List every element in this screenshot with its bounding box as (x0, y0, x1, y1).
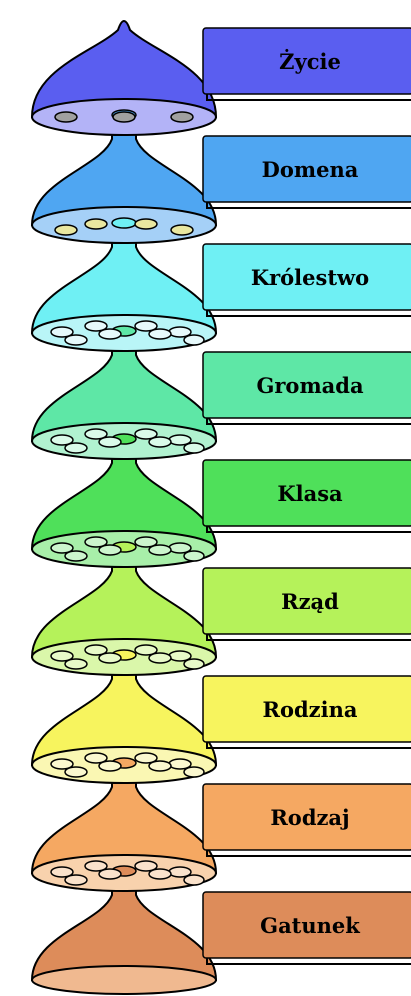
tray-oval (98, 868, 122, 880)
tray-oval (64, 874, 88, 886)
label-background (202, 675, 411, 743)
label-box-8: Rodzaj (202, 783, 411, 857)
tray-oval (148, 652, 172, 664)
tray-oval (183, 766, 205, 778)
tray-oval (134, 860, 158, 872)
label-box-2: Domena (202, 135, 411, 209)
tray-oval (170, 111, 194, 123)
level-label: Królestwo (251, 265, 369, 290)
tray-oval (148, 760, 172, 772)
tray-oval (183, 442, 205, 454)
tray-oval (64, 334, 88, 346)
label-box-7: Rodzina (202, 675, 411, 749)
label-box-6: Rząd (202, 567, 411, 641)
tray-oval (98, 760, 122, 772)
tray-oval (54, 224, 78, 236)
tray-oval (84, 320, 108, 332)
level-2 (30, 124, 218, 244)
level-label: Gatunek (260, 913, 360, 938)
tray-9 (31, 965, 217, 995)
tray-oval (183, 550, 205, 562)
label-box-3: Królestwo (202, 243, 411, 317)
level-7 (30, 664, 218, 784)
level-8 (30, 772, 218, 892)
tray-oval (98, 328, 122, 340)
level-label: Rodzaj (270, 805, 349, 830)
tray-oval (148, 868, 172, 880)
tray-oval (50, 866, 74, 878)
label-box-9: Gatunek (202, 891, 411, 965)
tray-oval (64, 766, 88, 778)
label-background (202, 243, 411, 311)
label-box-1: Życie (202, 27, 411, 101)
label-background (202, 27, 411, 95)
tray-oval (170, 224, 194, 236)
label-background (202, 459, 411, 527)
tray-oval (183, 334, 205, 346)
label-background (202, 783, 411, 851)
tray-oval (134, 320, 158, 332)
level-label: Gromada (256, 373, 364, 398)
tray-oval (50, 434, 74, 446)
tray-oval (64, 658, 88, 670)
tray-oval (50, 326, 74, 338)
tray-oval (148, 544, 172, 556)
level-5 (30, 448, 218, 568)
tray-oval (148, 436, 172, 448)
dome-1 (30, 20, 218, 118)
tray-oval (98, 652, 122, 664)
level-9 (30, 880, 218, 995)
tray-oval (183, 658, 205, 670)
level-label: Życie (279, 49, 341, 74)
tray-oval (84, 428, 108, 440)
tray-oval (134, 752, 158, 764)
tray-oval (84, 536, 108, 548)
level-label: Domena (262, 157, 359, 182)
label-box-4: Gromada (202, 351, 411, 425)
stem-hole-2 (111, 217, 137, 229)
tray-oval (134, 536, 158, 548)
tray-oval (84, 860, 108, 872)
tray-oval (134, 218, 158, 230)
tray-oval (50, 650, 74, 662)
tray-oval (148, 328, 172, 340)
tray-oval (84, 752, 108, 764)
tray-oval (84, 644, 108, 656)
label-background (202, 567, 411, 635)
tray-oval (134, 644, 158, 656)
level-6 (30, 556, 218, 676)
tray-oval (98, 544, 122, 556)
tray-oval (64, 550, 88, 562)
level-3 (30, 232, 218, 352)
level-4 (30, 340, 218, 460)
label-background (202, 135, 411, 203)
level-label: Rodzina (263, 697, 358, 722)
label-background (202, 351, 411, 419)
tray-oval (64, 442, 88, 454)
tray-oval (54, 111, 78, 123)
tray-oval (112, 111, 136, 123)
tray-oval (134, 428, 158, 440)
tray-oval (50, 542, 74, 554)
level-label: Rząd (281, 589, 339, 614)
label-background (202, 891, 411, 959)
tray-oval (84, 218, 108, 230)
level-label: Klasa (277, 481, 343, 506)
tray-oval (98, 436, 122, 448)
tray-oval (183, 874, 205, 886)
tray-oval (50, 758, 74, 770)
label-box-5: Klasa (202, 459, 411, 533)
level-1 (30, 20, 218, 136)
